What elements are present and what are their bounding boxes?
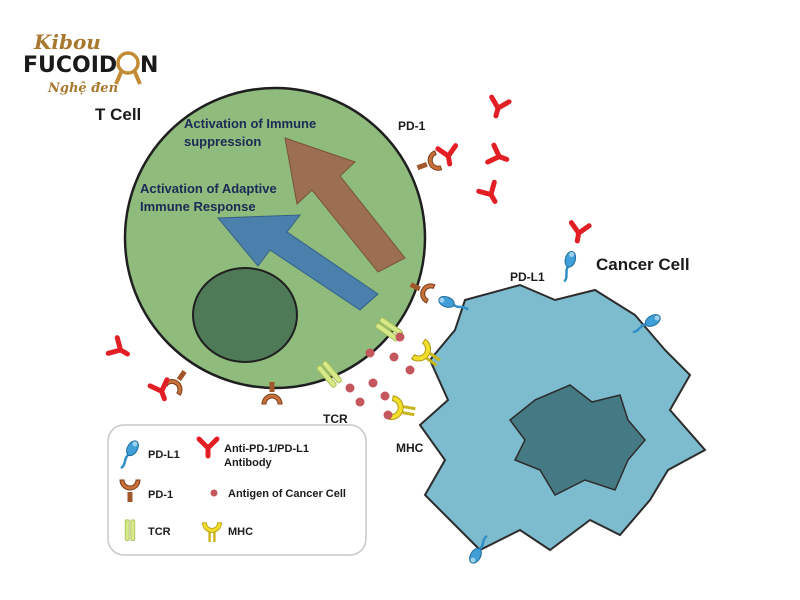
logo-script-top: Kibou — [33, 30, 101, 54]
antibody — [108, 338, 132, 362]
logo-main-right: N — [140, 53, 158, 78]
antibody — [487, 97, 509, 118]
mhc-molecule — [387, 394, 419, 426]
legend-antigen: Antigen of Cancer Cell — [228, 488, 346, 500]
tcr-label: TCR — [323, 412, 348, 426]
legend-pdl1: PD-L1 — [148, 449, 180, 461]
legend-antigen-icon — [210, 489, 218, 497]
legend-mhc: MHC — [228, 526, 253, 538]
suppression-arrow — [284, 137, 406, 273]
logo: Kibou FUCOID N Nghệ đen — [23, 30, 158, 96]
legend-antibody-line2: Antibody — [224, 457, 273, 469]
pdl1-label: PD-L1 — [510, 270, 545, 284]
antibody — [568, 223, 589, 243]
antigens — [345, 332, 415, 420]
logo-script-bottom: Nghệ đen — [47, 81, 118, 96]
pd1-receptor — [414, 151, 442, 177]
antibody — [488, 145, 510, 168]
mhc-label: MHC — [396, 441, 424, 455]
antibody — [438, 146, 459, 166]
logo-main-left: FUCOID — [23, 53, 117, 78]
legend-antibody-line1: Anti-PD-1/PD-L1 — [224, 443, 309, 455]
legend-tcr: TCR — [148, 526, 171, 538]
cancer-cell-label: Cancer Cell — [596, 255, 690, 274]
legend-pd1: PD-1 — [148, 489, 173, 501]
antibody — [479, 182, 503, 206]
legend: PD-L1 Anti-PD-1/PD-L1 Antibody PD-1 Anti… — [107, 424, 367, 556]
suppression-label-line1: Activation of Immune — [184, 116, 316, 131]
pdl1-ligand — [558, 249, 579, 285]
suppression-label-line2: suppression — [184, 134, 261, 149]
adaptive-label-line2: Immune Response — [140, 199, 256, 214]
cancer-nucleus — [508, 384, 646, 496]
adaptive-label-line1: Activation of Adaptive — [140, 181, 277, 196]
ribbon-icon — [114, 51, 142, 85]
adaptive-arrow — [216, 214, 379, 311]
t-cell-nucleus — [192, 267, 298, 363]
cancer-cell — [418, 283, 707, 552]
t-cell-label: T Cell — [95, 105, 141, 124]
pd1-label: PD-1 — [398, 119, 426, 133]
